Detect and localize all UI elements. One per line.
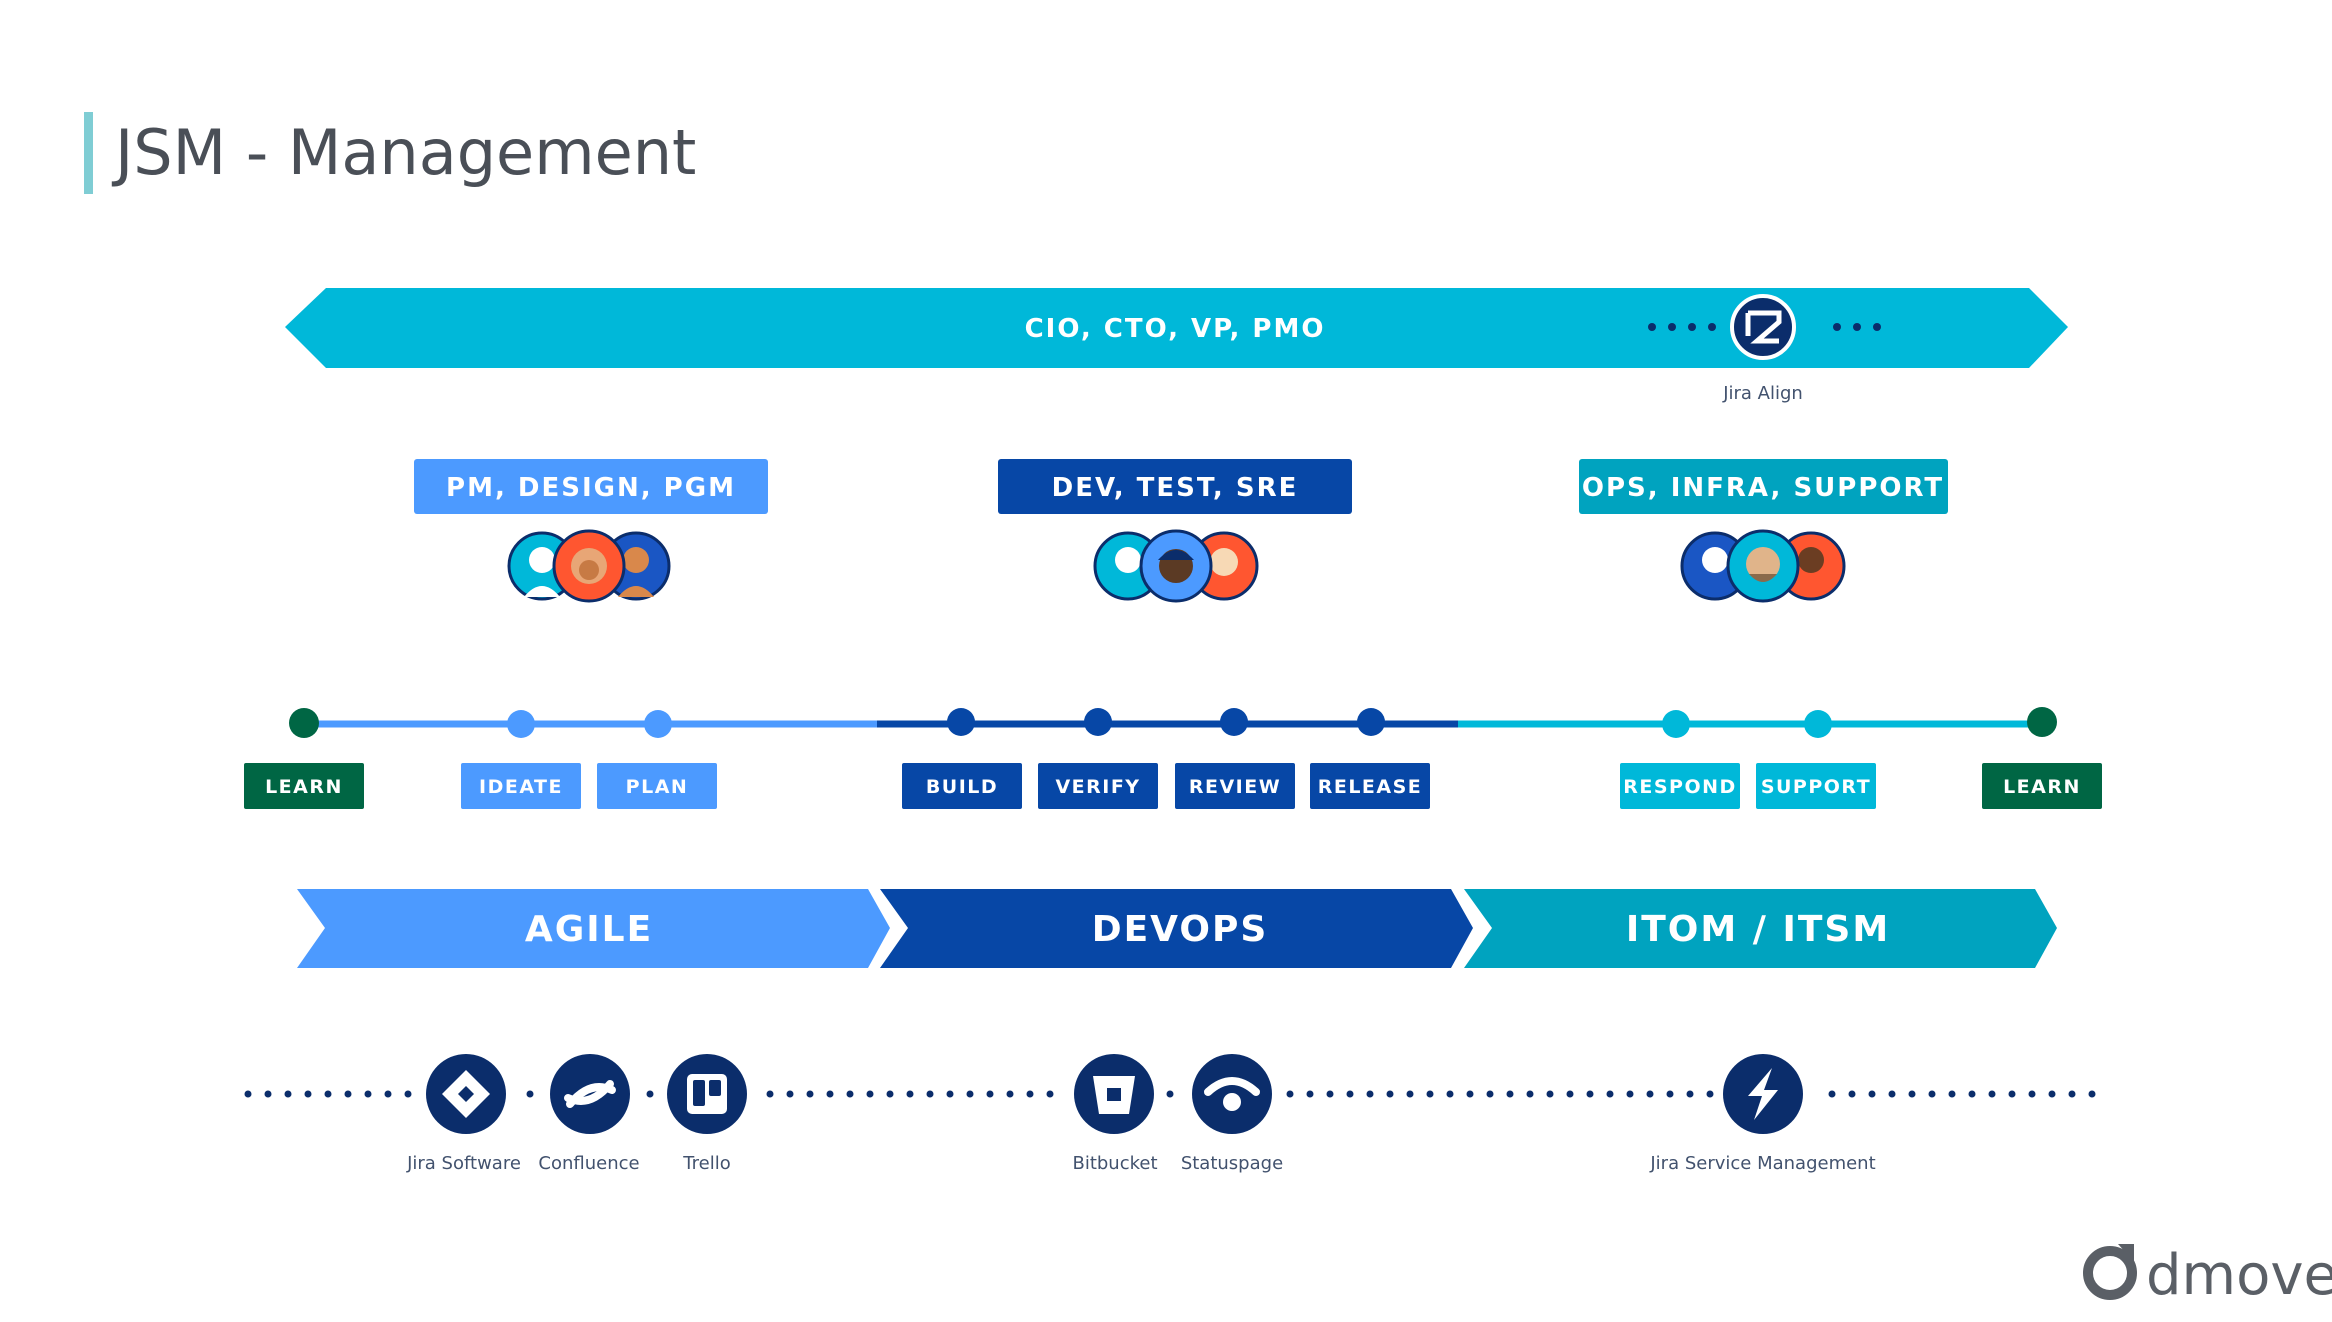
stage-verify: VERIFY [1055, 776, 1140, 798]
jira-software-icon [426, 1054, 506, 1134]
timeline [289, 707, 2057, 738]
phase-chevrons: AGILE DEVOPS ITOM / ITSM [297, 889, 2057, 968]
page-title: JSM - Management [84, 112, 696, 194]
dmove-logo-mark [2083, 1244, 2137, 1300]
leadership-label: CIO, CTO, VP, PMO [1025, 314, 1326, 344]
role-label-ops: OPS, INFRA, SUPPORT [1582, 473, 1944, 503]
avatar-group-ops [1680, 529, 1846, 603]
stage-build: BUILD [926, 776, 998, 798]
role-group-pm: PM, DESIGN, PGM [414, 459, 768, 514]
stage-release: RELEASE [1318, 776, 1423, 798]
leadership-banner: CIO, CTO, VP, PMO Jira Align [285, 288, 2068, 404]
tool-label-statuspage: Statuspage [1181, 1153, 1283, 1174]
jira-align-label: Jira Align [1722, 383, 1803, 404]
role-label-dev: DEV, TEST, SRE [1052, 473, 1299, 503]
jira-align-dots [1648, 323, 1881, 331]
stage-ideate: IDEATE [479, 776, 563, 798]
stage-support: SUPPORT [1761, 776, 1871, 798]
confluence-icon [550, 1054, 630, 1134]
avatar-group-dev [1093, 529, 1259, 603]
stage-respond: RESPOND [1623, 776, 1737, 798]
stage-learn-start: LEARN [265, 776, 343, 798]
role-group-ops: OPS, INFRA, SUPPORT [1579, 459, 1948, 514]
tool-label-jira-software: Jira Software [406, 1153, 521, 1174]
trello-icon [667, 1054, 747, 1134]
stage-plan: PLAN [626, 776, 689, 798]
tools-dotted-line [244, 1090, 2096, 1098]
brand-name: dmove [2146, 1243, 2332, 1308]
tool-label-trello: Trello [682, 1153, 730, 1174]
stage-labels: LEARN IDEATE PLAN BUILD VERIFY REVIEW RE… [244, 763, 2102, 809]
role-group-dev: DEV, TEST, SRE [998, 459, 1352, 514]
bitbucket-icon [1074, 1054, 1154, 1134]
phase-itom-itsm: ITOM / ITSM [1626, 909, 1890, 950]
avatar-group-pm [507, 529, 671, 603]
stage-learn-end: LEARN [2003, 776, 2081, 798]
phase-agile: AGILE [525, 909, 653, 950]
stage-review: REVIEW [1189, 776, 1281, 798]
tool-label-bitbucket: Bitbucket [1072, 1153, 1157, 1174]
phase-devops: DEVOPS [1092, 909, 1269, 950]
role-label-pm: PM, DESIGN, PGM [446, 473, 736, 503]
statuspage-icon [1192, 1054, 1272, 1134]
jira-service-management-icon [1723, 1054, 1803, 1134]
tool-label-confluence: Confluence [538, 1153, 639, 1174]
dmove-logo: dmove [2083, 1243, 2332, 1308]
jira-align-icon [1730, 294, 1796, 360]
tool-label-jira-service-management: Jira Service Management [1649, 1153, 1875, 1174]
